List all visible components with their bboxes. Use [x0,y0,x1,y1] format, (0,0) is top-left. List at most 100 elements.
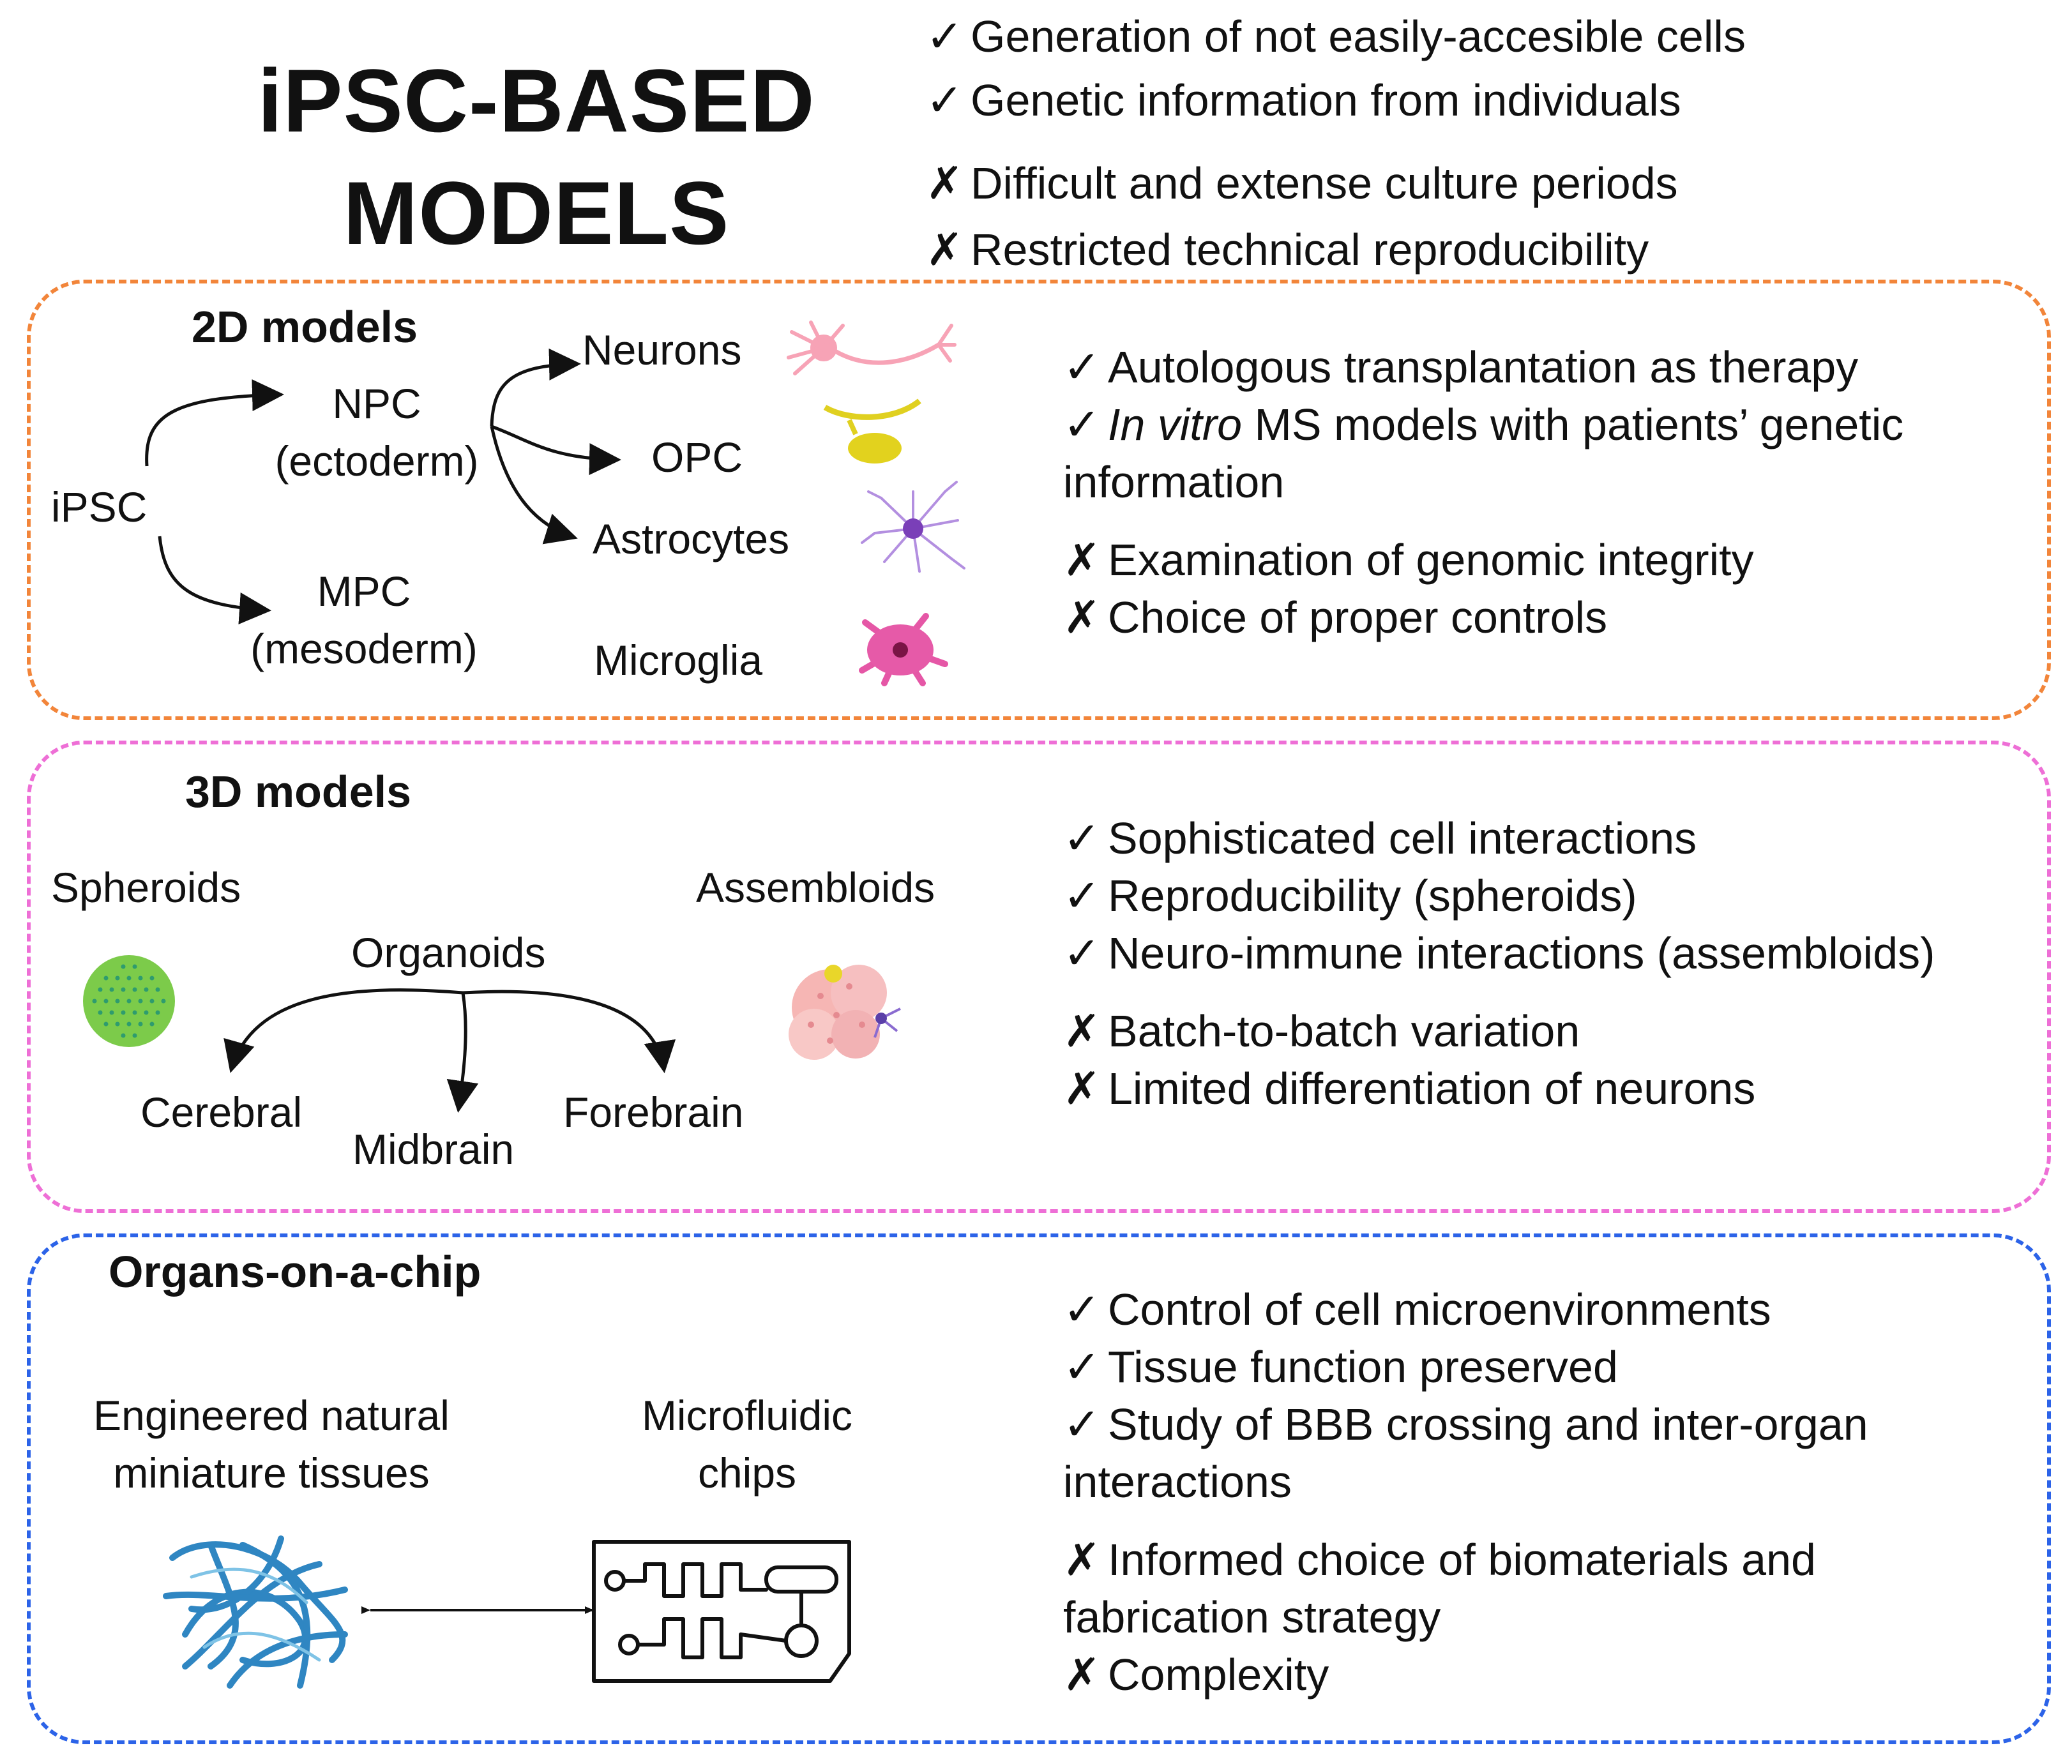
section-title-3d: 3D models [185,767,411,817]
chip-con-2: ✗Complexity [1063,1646,1329,1703]
spheroid-dot [155,987,160,992]
neuron-cell-icon [787,320,957,375]
check-mark-icon: ✓ [926,75,964,125]
spheroid-dot [149,999,155,1004]
spheroid-icon [83,955,175,1047]
spheroid-dot [132,987,137,992]
spheroid-dot [121,1033,126,1038]
cross-mark-icon: ✗ [1063,535,1101,585]
arrow-organoids-to-midbrain [446,992,479,1113]
label-npc: NPC [332,380,421,427]
label-engineered-line-1: Engineered natural [93,1392,450,1439]
check-mark-icon: ✓ [1063,871,1101,921]
label-mpc-sub: (mesoderm) [250,625,478,672]
spheroid-dot [109,987,114,992]
spheroid-dot [126,999,132,1004]
spheroid-dot [98,987,103,992]
section-title-chip: Organs-on-a-chip [109,1247,481,1297]
check-mark-icon: ✓ [1063,342,1101,392]
label-engineered-line-2: miniature tissues [113,1449,430,1496]
2d-pro-2-cont: information [1063,457,1285,507]
arrow-ipsc-to-mpc [158,536,271,624]
spheroid-dot [103,976,109,981]
label-astrocytes: Astrocytes [593,515,790,562]
overview-pro-2: ✓Genetic information from individuals [926,72,1681,129]
arrow-npc-to-astrocytes [490,426,578,545]
cross-mark-icon: ✗ [926,158,964,208]
check-mark-icon: ✓ [1063,400,1101,449]
cross-mark-icon: ✗ [1063,1064,1101,1113]
spheroid-dot [132,964,137,969]
cross-mark-icon: ✗ [1063,1006,1101,1056]
chip-con-1: ✗Informed choice of biomaterials and [1063,1531,1816,1588]
chip-pro-2: ✓Tissue function preserved [1063,1338,1618,1396]
overview-con-1: ✗Difficult and extense culture periods [926,155,1678,212]
spheroid-dot [121,987,126,992]
spheroid-dot [115,999,120,1004]
2d-pro-2: ✓In vitro MS models with patients’ genet… [1063,396,1903,453]
3d-pro-2: ✓Reproducibility (spheroids) [1063,867,1637,924]
microglia-cell-icon [859,613,948,686]
spheroid-dot [138,999,143,1004]
check-mark-icon: ✓ [1063,813,1101,863]
label-opc: OPC [651,433,743,481]
title-line-2: MODELS [343,163,730,263]
label-assembloids: Assembloids [696,864,935,911]
check-mark-icon: ✓ [1063,1399,1101,1449]
3d-pro-1: ✓Sophisticated cell interactions [1063,810,1697,867]
label-neurons: Neurons [582,326,742,373]
spheroid-dot [161,999,166,1004]
spheroid-dot [103,999,109,1004]
spheroid-dot [121,964,126,969]
spheroid-dot [98,1010,103,1015]
section-2d-models [27,280,2051,720]
section-3d-models [27,741,2051,1213]
page-title: iPSC-BASED MODELS [211,45,862,269]
3d-pro-3: ✓Neuro-immune interactions (assembloids) [1063,924,1935,982]
label-microglia: Microglia [594,637,763,684]
spheroid-dot [138,1021,143,1027]
microfluidic-chip-icon [592,1540,851,1683]
spheroid-dot [103,1021,109,1027]
chip-pro-3-cont: interactions [1063,1457,1292,1507]
arrow-organoids-to-forebrain [462,990,676,1073]
cross-mark-icon: ✗ [1063,1535,1101,1585]
chip-pro-3: ✓Study of BBB crossing and inter-organ [1063,1396,1868,1453]
spheroid-dot [155,1010,160,1015]
astrocyte-cell-icon [861,481,965,573]
spheroid-dot [149,976,155,981]
cross-mark-icon: ✗ [1063,1650,1101,1700]
label-microfluidic-line-1: Microfluidic [641,1392,853,1439]
cross-mark-icon: ✗ [1063,592,1101,642]
arrow-organoids-split [223,988,464,1073]
spheroid-dot [144,1010,149,1015]
engineered-tissue-mesh-icon [163,1535,348,1689]
overview-con-2: ✗Restricted technical reproducibility [926,221,1649,278]
2d-con-1: ✗Examination of genomic integrity [1063,531,1754,589]
spheroid-dot [149,1021,155,1027]
spheroid-dot [126,1021,132,1027]
check-mark-icon: ✓ [1063,1342,1101,1392]
label-organoids: Organoids [351,929,546,976]
2d-con-2: ✗Choice of proper controls [1063,589,1607,646]
3d-con-1: ✗Batch-to-batch variation [1063,1002,1580,1060]
check-mark-icon: ✓ [1063,928,1101,978]
label-forebrain: Forebrain [563,1089,744,1136]
label-midbrain: Midbrain [352,1126,515,1173]
title-line-1: iPSC-BASED [257,50,815,151]
label-cerebral: Cerebral [140,1089,303,1136]
overview-pro-1: ✓Generation of not easily-accesible cell… [926,8,1746,65]
check-mark-icon: ✓ [1063,1285,1101,1334]
label-spheroids: Spheroids [51,864,241,911]
spheroid-dot [92,999,97,1004]
label-ipsc: iPSC [51,483,147,531]
assembloid-icon [789,965,901,1060]
label-mpc: MPC [317,568,411,615]
arrow-npc-to-neurons [490,348,581,427]
label-npc-sub: (ectoderm) [275,437,479,485]
label-microfluidic-line-2: chips [697,1449,797,1496]
section-title-2d: 2D models [192,302,418,352]
spheroid-dot [144,987,149,992]
section-organs-on-a-chip [27,1233,2051,1744]
